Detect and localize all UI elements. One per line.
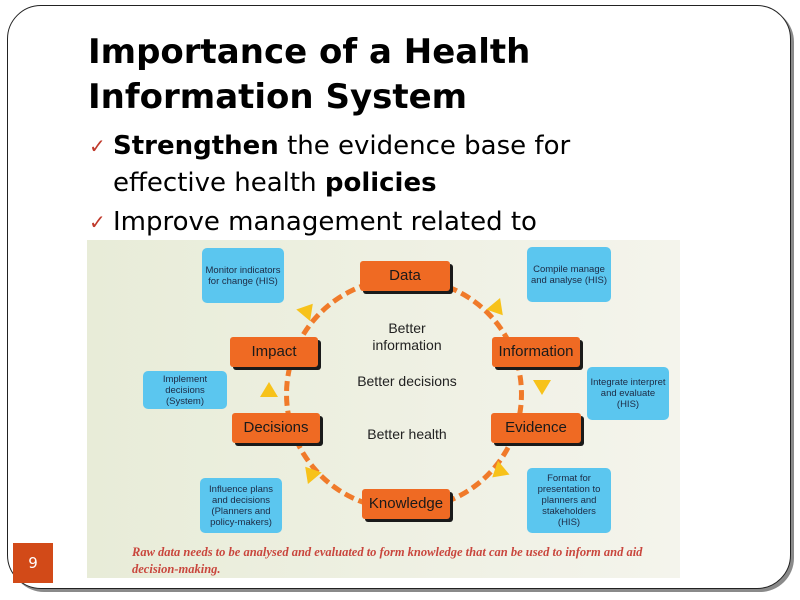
node-impact: Impact	[230, 337, 318, 367]
checkmark-icon: ✓	[89, 210, 106, 234]
bullet-list: ✓ Strengthen the evidence base for effec…	[88, 128, 688, 243]
bullet-bold-text: policies	[324, 168, 437, 198]
node-information: Information	[492, 337, 580, 367]
callout-integrate: Integrate interpret and evaluate (HIS)	[587, 367, 669, 420]
bullet-text: the evidence base for effective health	[113, 131, 571, 198]
center-text-health: Better health	[367, 426, 447, 442]
node-knowledge: Knowledge	[362, 489, 450, 519]
his-cycle-diagram: Data Information Evidence Knowledge Deci…	[87, 240, 680, 578]
bullet-bold-text: Strengthen	[113, 131, 279, 161]
diagram-caption: Raw data needs to be analysed and evalua…	[132, 545, 643, 576]
bullet-text: Improve management related to	[113, 207, 537, 237]
center-text-information: Better information	[372, 320, 442, 353]
node-evidence: Evidence	[491, 413, 581, 443]
callout-influence: Influence plans and decisions (Planners …	[200, 478, 282, 533]
bullet-item: ✓ Improve management related to	[88, 204, 688, 241]
bullet-item: ✓ Strengthen the evidence base for effec…	[88, 128, 688, 202]
slide-title: Importance of a Health Information Syste…	[88, 30, 530, 120]
arrow-icon	[533, 380, 551, 395]
title-line-2: Information System	[88, 77, 468, 117]
callout-compile: Compile manage and analyse (HIS)	[527, 247, 611, 302]
node-data: Data	[360, 261, 450, 291]
slide-number: 9	[13, 543, 53, 583]
callout-monitor: Monitor indicators for change (HIS)	[202, 248, 284, 303]
center-text-decisions: Better decisions	[357, 373, 457, 389]
node-decisions: Decisions	[232, 413, 320, 443]
checkmark-icon: ✓	[89, 134, 106, 158]
callout-implement: Implement decisions (System)	[143, 371, 227, 409]
title-line-1: Importance of a Health	[88, 32, 531, 72]
arrow-icon	[260, 382, 278, 397]
callout-format: Format for presentation to planners and …	[527, 468, 611, 533]
